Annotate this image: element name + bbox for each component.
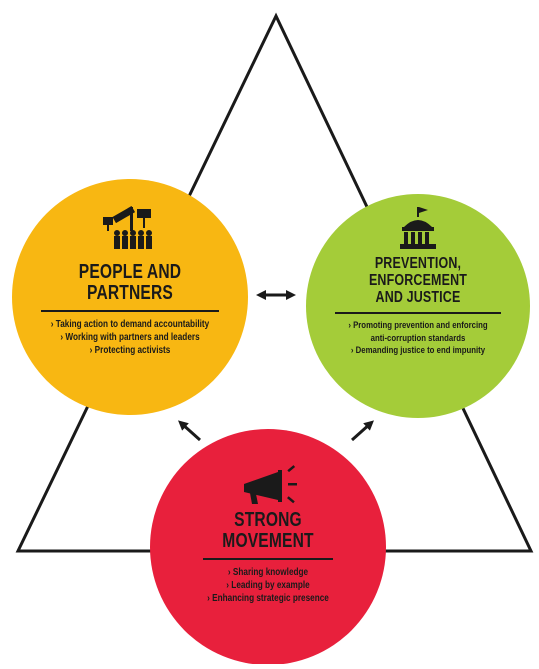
prevention-justice-text: PREVENTION, ENFORCEMENT AND JUSTICE Prom…	[326, 255, 510, 357]
megaphone-icon	[244, 465, 297, 504]
list-item: Working with partners and leaders	[48, 331, 212, 344]
movement-title-line2: MOVEMENT	[222, 530, 314, 552]
list-item: Enhancing strategic presence	[194, 592, 342, 605]
courthouse-icon	[400, 207, 436, 249]
movement-title: STRONG MOVEMENT	[198, 510, 338, 552]
people-partners-title: PEOPLE AND PARTNERS	[52, 262, 208, 304]
prevention-title-line3: AND JUSTICE	[375, 288, 461, 306]
list-item: Leading by example	[194, 579, 342, 592]
prevention-title-line2: ENFORCEMENT	[368, 271, 468, 289]
list-item: Protecting activists	[48, 344, 212, 357]
list-item: Promoting prevention and enforcing anti-…	[343, 320, 494, 345]
list-item: Taking action to demand accountability	[48, 318, 212, 331]
people-title-line2: PARTNERS	[87, 282, 173, 304]
prevention-bullets: Promoting prevention and enforcing anti-…	[343, 320, 494, 357]
movement-title-line1: STRONG	[234, 509, 302, 531]
arrow-to-people	[178, 420, 202, 442]
prevention-title-line1: PREVENTION,	[374, 255, 462, 272]
people-divider	[41, 310, 219, 312]
list-item: Sharing knowledge	[194, 566, 342, 579]
strong-movement-text: STRONG MOVEMENT Sharing knowledge Leadin…	[178, 510, 358, 605]
arrow-to-prevention	[350, 420, 374, 442]
people-partners-text: PEOPLE AND PARTNERS Taking action to dem…	[30, 262, 230, 357]
people-bullets: Taking action to demand accountability W…	[48, 318, 212, 357]
movement-bullets: Sharing knowledge Leading by example Enh…	[194, 566, 342, 605]
prevention-title: PREVENTION, ENFORCEMENT AND JUSTICE	[346, 255, 490, 306]
prevention-divider	[335, 312, 501, 315]
movement-divider	[203, 558, 333, 560]
people-title-line1: PEOPLE AND	[78, 261, 182, 283]
list-item: Demanding justice to end impunity	[343, 345, 494, 357]
protest-group-icon	[103, 206, 152, 249]
strong-movement-circle	[150, 429, 386, 665]
prevention-justice-circle	[306, 194, 530, 418]
